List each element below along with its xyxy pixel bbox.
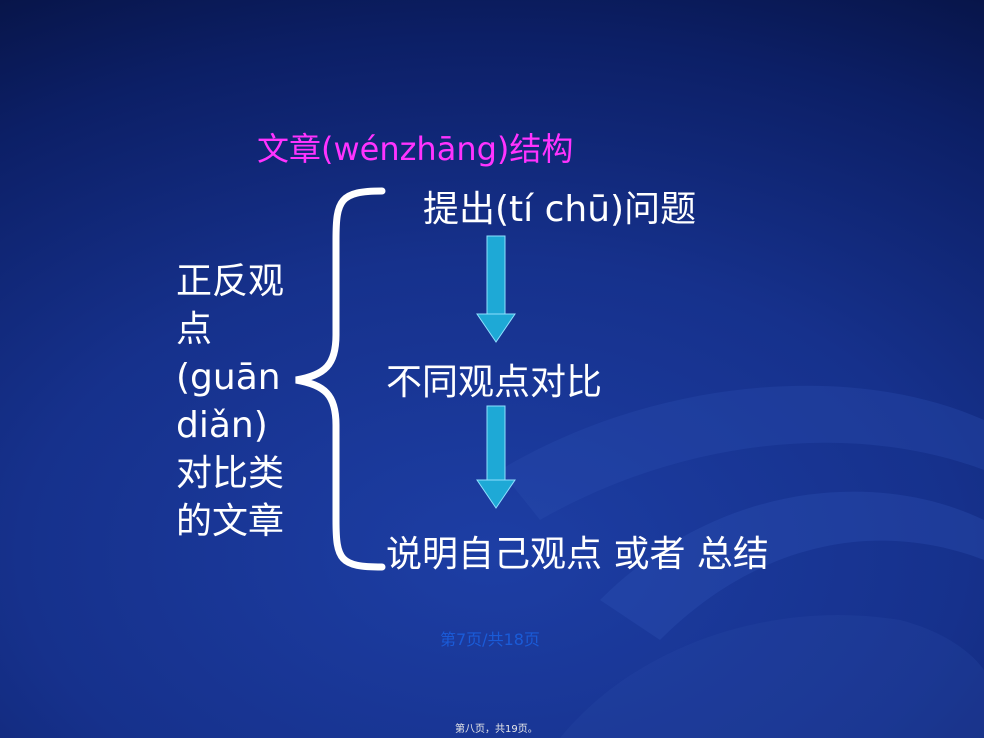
step-conclusion: 说明自己观点 或者 总结 (386, 534, 769, 575)
page-indicator: 第7页/共18页 (440, 630, 540, 649)
step-raise-question: 提出(tí chū)问题 (423, 189, 697, 230)
step-compare-views: 不同观点对比 (386, 362, 603, 403)
article-type-label: 正反观点(guān diǎn)对比类的文章 (176, 261, 285, 542)
down-arrow-2 (476, 405, 516, 509)
curly-brace (295, 187, 386, 571)
slide-title: 文章(wénzhāng)结构 (257, 130, 574, 168)
down-arrow-1 (476, 235, 516, 343)
footer-page-count: 第八页，共19页。 (455, 724, 538, 735)
